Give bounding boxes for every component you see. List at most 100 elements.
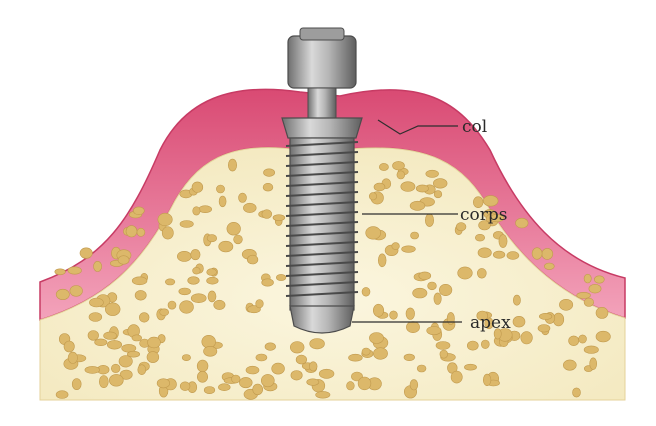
bone-cell <box>425 169 439 178</box>
bone-cell <box>477 247 492 258</box>
bone-cell <box>295 354 308 365</box>
bone-cell <box>146 351 160 363</box>
bone-cell <box>88 312 103 322</box>
bone-cell <box>87 330 99 341</box>
bone-cell <box>433 190 443 199</box>
bone-cell <box>391 242 400 250</box>
bone-cell <box>418 271 432 280</box>
bone-cell <box>103 331 117 340</box>
bone-cell <box>196 359 209 373</box>
bone-cell <box>595 330 611 343</box>
implant-thread <box>285 231 359 237</box>
bone-cell <box>190 249 201 261</box>
bone-cell <box>306 378 320 386</box>
bone-cell <box>415 184 429 193</box>
implant-thread <box>285 211 359 217</box>
bone-cell <box>290 341 305 354</box>
bone-cell <box>512 316 526 328</box>
bone-cell <box>252 383 264 396</box>
bone-cell <box>159 308 169 316</box>
bone-cell <box>69 285 83 297</box>
bone-cell <box>231 374 241 384</box>
implant-thread <box>285 201 359 207</box>
bone-cell <box>483 373 492 387</box>
bone-cell <box>109 374 124 387</box>
bone-cell <box>206 276 219 285</box>
bone-cell <box>541 248 554 260</box>
dental-implant <box>281 27 363 334</box>
bone-cell <box>276 274 287 281</box>
bone-cell <box>493 250 506 259</box>
label-apex: apex <box>470 313 511 333</box>
bone-cell <box>403 353 415 362</box>
bone-cell <box>520 331 533 345</box>
bone-cell <box>483 195 499 207</box>
bone-cell <box>426 326 442 336</box>
bone-cell <box>433 292 442 305</box>
bone-cell <box>165 278 176 286</box>
bone-cell <box>239 377 253 389</box>
bone-cell <box>107 340 123 350</box>
bone-cell <box>67 351 78 364</box>
implant-thread <box>285 261 359 267</box>
bone-cell <box>568 335 580 346</box>
bone-cell <box>309 361 318 372</box>
bone-cell <box>446 312 455 325</box>
bone-cell <box>272 214 286 221</box>
bone-cell <box>538 312 553 320</box>
bone-cell <box>131 334 143 342</box>
bone-cell <box>537 324 551 333</box>
bone-cell <box>562 359 577 371</box>
bone-cell <box>450 370 463 384</box>
bone-cell <box>63 340 75 353</box>
bone-cell <box>218 240 234 253</box>
implant-thread <box>285 251 359 257</box>
bone-trabeculae <box>54 158 611 400</box>
label-col: col <box>462 117 487 137</box>
bone-cell <box>226 222 241 236</box>
bone-cell <box>290 370 303 381</box>
bone-cell <box>543 262 555 270</box>
bone-cell <box>181 354 191 361</box>
bone-cell <box>572 387 581 398</box>
bone-cell <box>260 374 275 388</box>
bone-cell <box>206 234 217 243</box>
bone-cell <box>493 328 502 340</box>
bone-cell <box>409 379 419 391</box>
bone-cell <box>348 353 363 362</box>
bone-cell <box>104 302 121 316</box>
label-corps: corps <box>460 205 508 225</box>
bone-cell <box>405 307 415 320</box>
implant-thread <box>285 221 359 227</box>
bone-cell <box>247 254 259 265</box>
bone-cell <box>157 212 173 227</box>
bone-cell <box>593 275 605 284</box>
bone-cell <box>255 353 268 362</box>
bone-cell <box>480 339 490 349</box>
bone-cell <box>464 363 477 371</box>
bone-cell <box>439 349 448 359</box>
bone-cell <box>117 255 130 265</box>
implant-threads <box>285 141 359 297</box>
bone-cell <box>197 370 209 383</box>
bone-cell <box>198 205 212 213</box>
bone-cell <box>416 364 427 373</box>
bone-cell <box>206 268 217 276</box>
bone-cell <box>473 196 484 208</box>
bone-cell <box>389 310 398 320</box>
bone-cell <box>178 287 191 296</box>
bone-cell <box>369 332 384 344</box>
bone-cell <box>191 181 204 193</box>
bone-cell <box>396 170 405 180</box>
bone-cell <box>309 338 325 350</box>
bone-cell <box>192 206 201 216</box>
bone-cell <box>264 342 276 351</box>
bone-cell <box>136 227 146 237</box>
bone-cell <box>400 181 416 192</box>
bone-cell <box>433 178 448 189</box>
bone-cell <box>373 347 388 360</box>
bone-cell <box>476 268 487 279</box>
bone-cell <box>498 234 508 248</box>
bone-cell <box>238 192 247 203</box>
